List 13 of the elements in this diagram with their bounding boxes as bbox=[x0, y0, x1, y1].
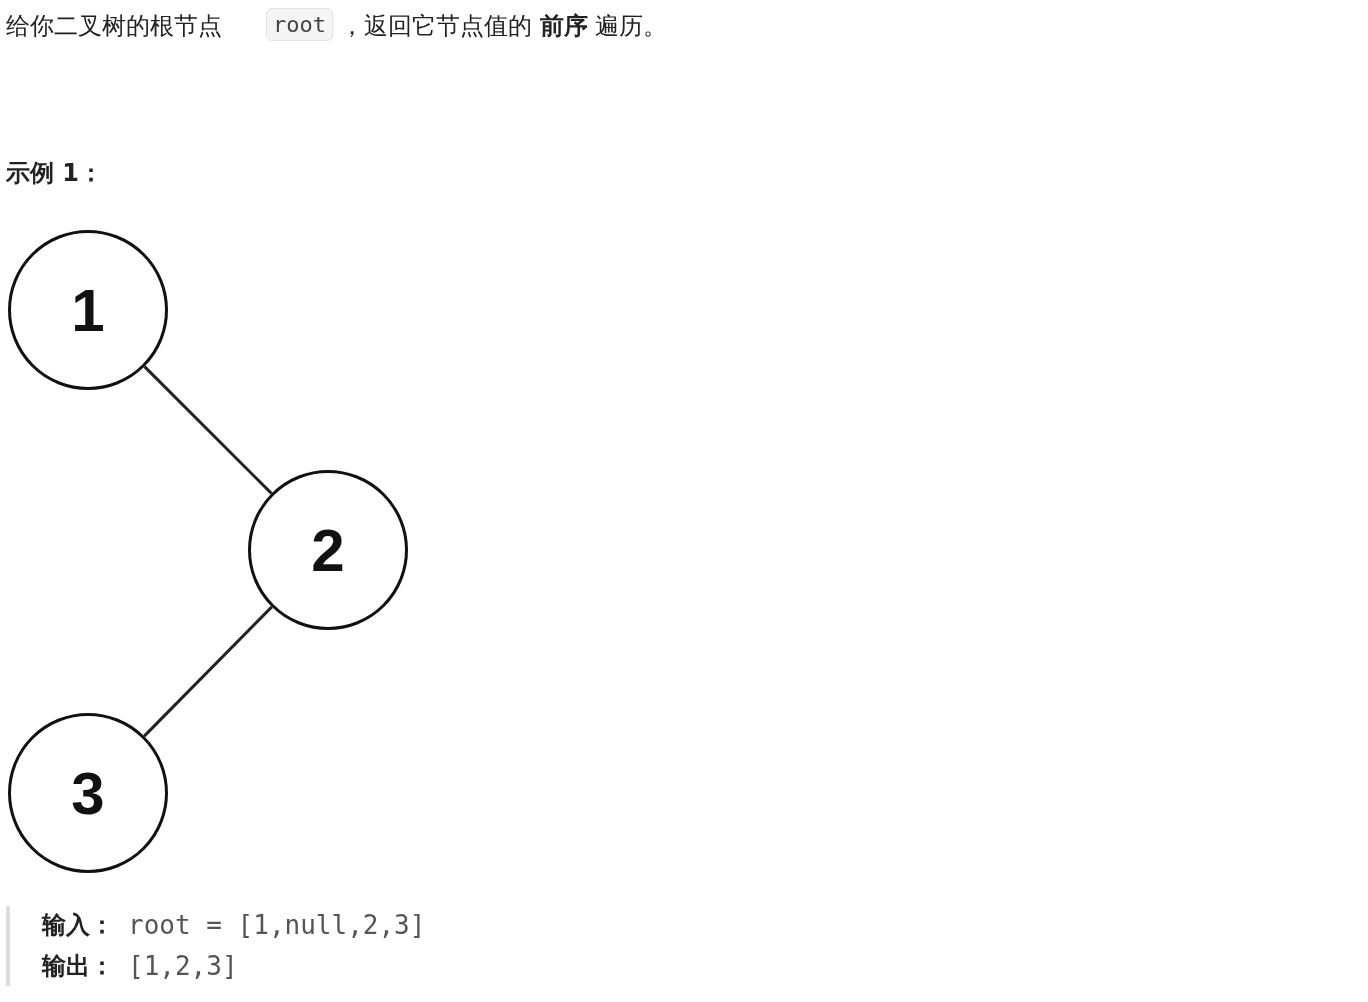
node-value: 1 bbox=[71, 275, 105, 345]
connector-line bbox=[143, 365, 273, 495]
inline-code: root bbox=[266, 8, 333, 41]
example-heading: 示例 1： bbox=[6, 158, 104, 189]
output-value: [1,2,3] bbox=[128, 951, 238, 981]
input-label: 输入： bbox=[42, 910, 114, 941]
output-label: 输出： bbox=[42, 951, 114, 982]
input-value: root = [1,null,2,3] bbox=[128, 910, 426, 940]
node-value: 3 bbox=[71, 758, 105, 828]
prompt-text: ，返回它节点值的 前序 遍历。 bbox=[340, 11, 668, 42]
prompt-text: 给你二叉树的根节点 bbox=[6, 11, 222, 42]
node-value: 2 bbox=[311, 515, 345, 585]
connector-line bbox=[143, 605, 273, 738]
